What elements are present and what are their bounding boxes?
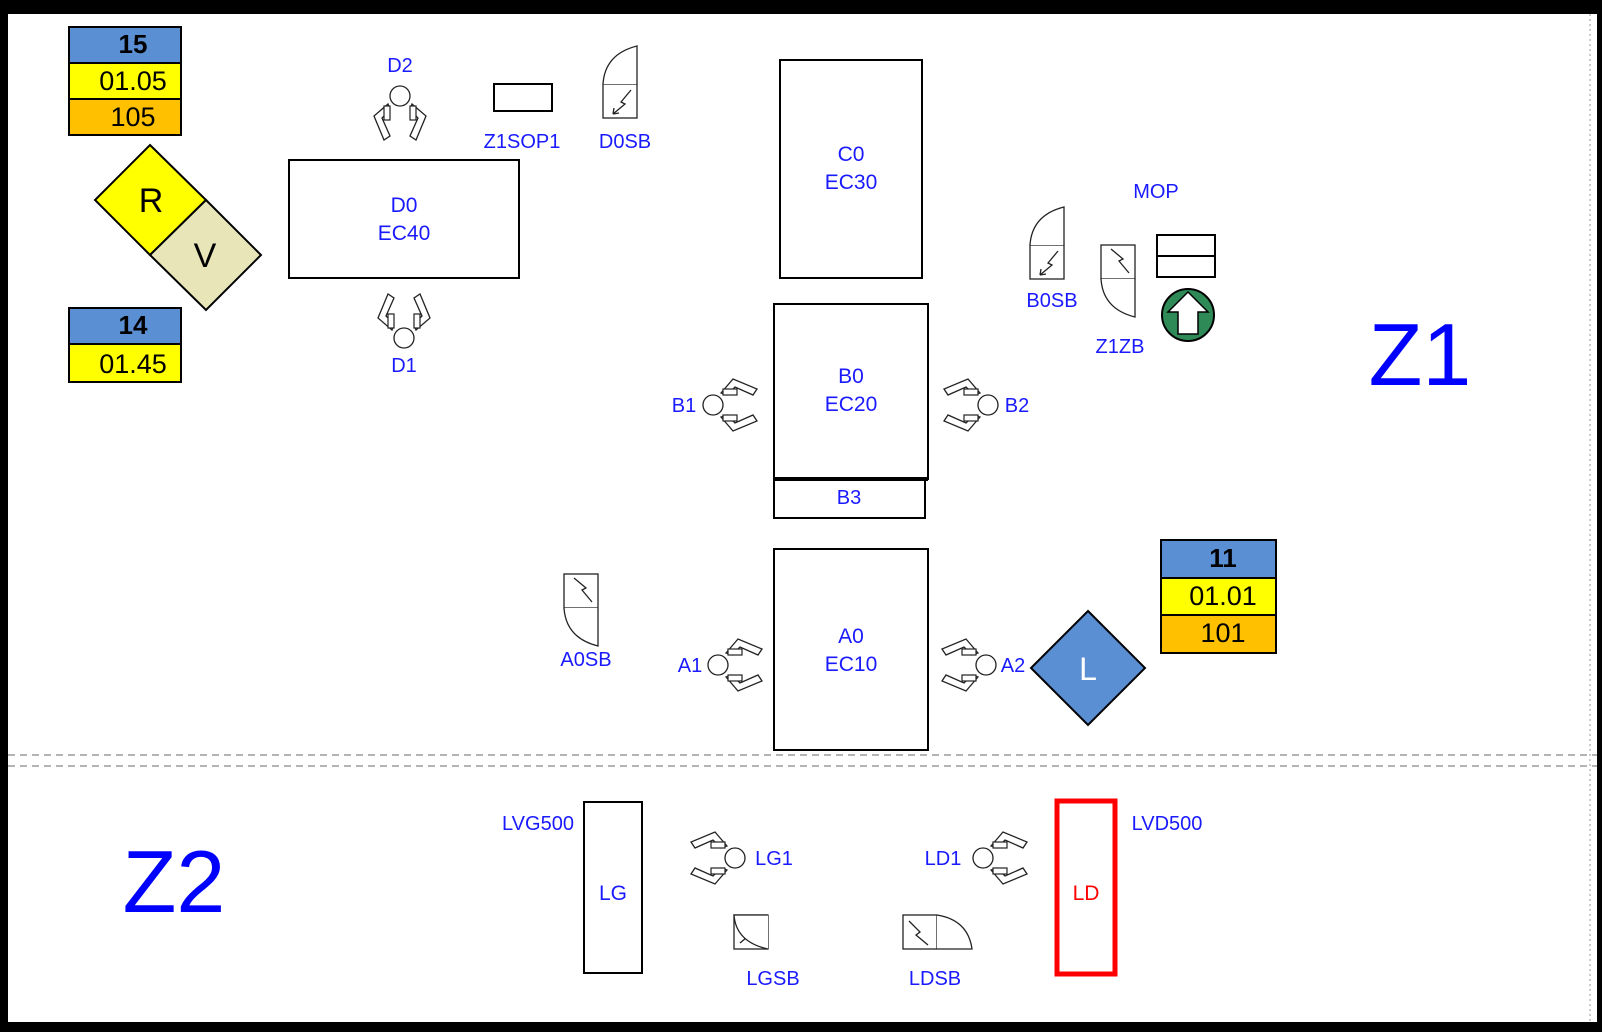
station-a0-name: A0 [838,625,864,648]
diamond-l[interactable]: L [1029,609,1147,727]
zone-label-z1: Z1 [1369,305,1472,404]
panel-mop[interactable]: MOP [1133,181,1216,278]
robot-b1-label: B1 [672,395,696,417]
door-d0sb[interactable]: D0SB [599,45,651,153]
counter-15-id: 15 [119,29,148,59]
station-b3[interactable]: B3 [773,477,928,519]
panel-z1sop1-label: Z1SOP1 [484,131,561,153]
door-z1zb[interactable]: Z1ZB [1096,244,1145,358]
diamond-r[interactable]: R [93,143,208,257]
station-d0-code: EC40 [378,222,431,245]
door-lgsb-label: LGSB [746,968,799,990]
station-ld-name: LD [1073,882,1100,905]
door-d0sb-label: D0SB [599,131,651,153]
robot-d2-label: D2 [387,55,413,77]
counter-15-time: 01.05 [99,66,167,96]
counter-15-count: 105 [110,102,155,132]
robot-a1[interactable]: A1 [678,638,763,692]
panel-mop-label: MOP [1133,181,1179,203]
counter-box-11[interactable]: 11 01.01 101 [1160,539,1277,654]
door-ldsb-label: LDSB [909,968,961,990]
robot-b2[interactable]: B2 [943,378,1029,432]
robot-d2[interactable]: D2 [373,55,427,141]
door-a0sb-label: A0SB [560,649,611,671]
station-lg-tag: LVG500 [502,813,574,835]
station-c0-name: C0 [838,143,865,166]
station-ld-tag: LVD500 [1132,813,1203,835]
station-c0-code: EC30 [825,171,878,194]
door-lgsb[interactable]: LGSB [733,914,800,990]
counter-11-id: 11 [1209,543,1237,573]
station-b0-name: B0 [838,365,864,388]
station-a0-code: EC10 [825,653,878,676]
robot-a2-label: A2 [1001,655,1025,677]
diamond-v-label: V [194,237,217,275]
door-b0sb[interactable]: B0SB [1026,206,1078,312]
station-d0[interactable]: D0 EC40 [288,159,520,279]
station-a0[interactable]: A0 EC10 [773,548,929,751]
robot-ld1-label: LD1 [925,848,962,870]
diamond-v[interactable]: V [148,198,263,312]
counter-14-id: 14 [119,310,148,340]
station-b3-name: B3 [837,487,861,509]
diamond-l-label: L [1079,651,1097,687]
station-ld[interactable]: LVD500 LD [1054,798,1203,977]
door-a0sb[interactable]: A0SB [560,573,612,671]
station-d0-name: D0 [391,194,418,217]
counter-11-count: 101 [1200,618,1245,648]
robot-b2-label: B2 [1005,395,1029,417]
robot-a1-label: A1 [678,655,702,677]
zone-label-z2: Z2 [123,832,226,931]
station-lg-name: LG [599,882,627,905]
door-b0sb-label: B0SB [1026,290,1077,312]
robot-d1[interactable]: D1 [377,293,431,377]
panel-z1sop1[interactable]: Z1SOP1 [484,83,561,153]
counter-14-time: 01.45 [99,349,167,379]
robot-lg1[interactable]: LG1 [690,831,793,885]
counter-11-time: 01.01 [1189,581,1257,611]
up-arrow-icon[interactable] [1161,288,1215,342]
robot-a2[interactable]: A2 [941,638,1025,692]
station-c0[interactable]: C0 EC30 [779,59,923,279]
robot-b1[interactable]: B1 [672,378,758,432]
counter-box-15[interactable]: 15 01.05 105 [68,26,182,136]
station-b0[interactable]: B0 EC20 [773,303,929,480]
robot-ld1[interactable]: LD1 [925,831,1028,885]
counter-box-14[interactable]: 14 01.45 [68,307,182,383]
door-ldsb[interactable]: LDSB [902,914,973,990]
robot-d1-label: D1 [391,355,417,377]
station-b0-code: EC20 [825,393,878,416]
robot-lg1-label: LG1 [755,848,793,870]
station-lg[interactable]: LVG500 LG [502,801,643,974]
diamond-r-label: R [139,182,164,220]
door-z1zb-label: Z1ZB [1096,336,1145,358]
